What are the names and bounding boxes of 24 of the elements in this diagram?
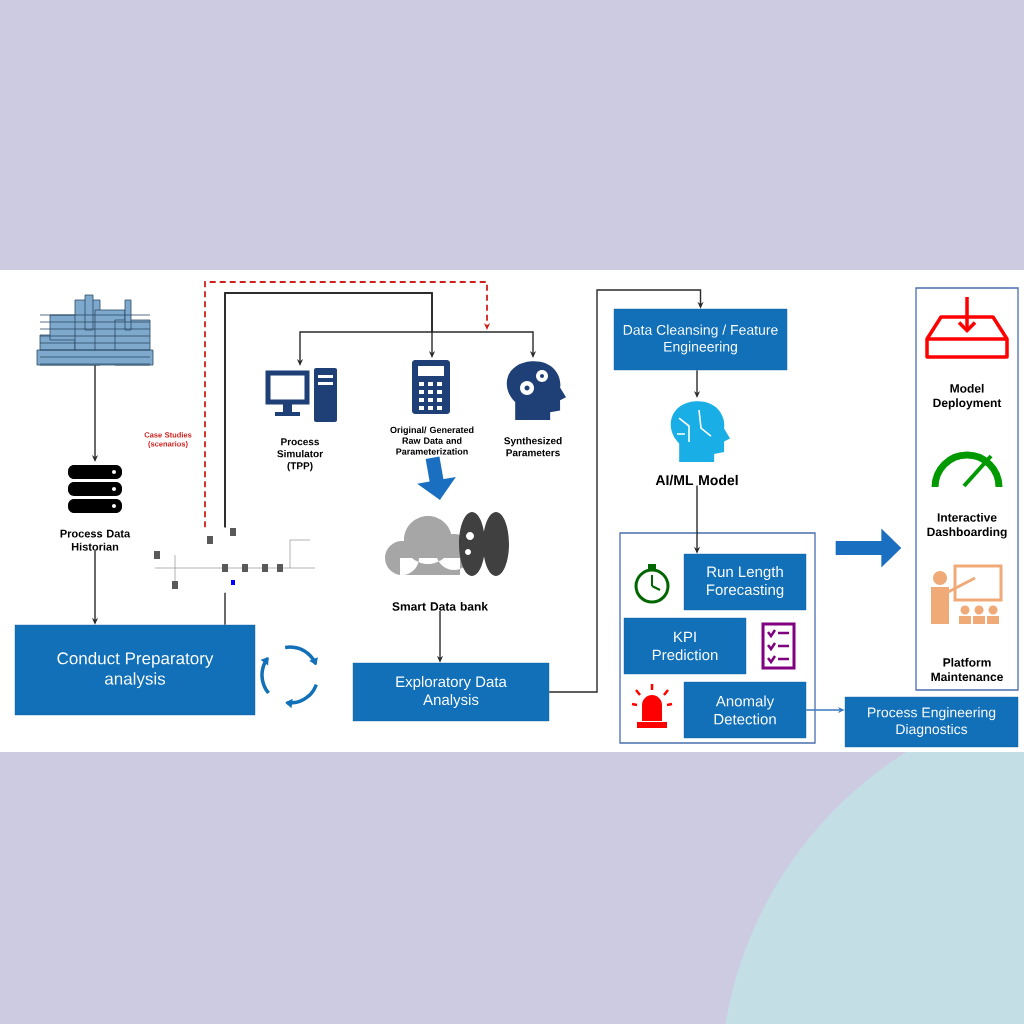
icon-caption: Interactive Dashboarding [927,512,1007,539]
process-box: Run Length Forecasting [683,553,807,611]
process-box: Conduct Preparatory analysis [14,624,256,716]
icon-caption: AI/ML Model [655,474,738,486]
group-frame [915,287,1019,691]
icon-caption: Smart Data bank [392,601,488,611]
group-frame [619,532,816,744]
icon-caption: Original/ Generated Raw Data and Parameterization [390,426,474,455]
dashed-arrow [204,281,491,529]
flowsheet-drawing [154,528,316,589]
arrow [224,292,537,528]
icon-caption: Process Data Historian [60,529,131,551]
icon-caption: Platform Maintenance [931,657,1003,682]
process-box: Exploratory Data Analysis [352,662,550,722]
arrow [548,289,704,693]
icon-caption: Model Deployment [933,383,1002,410]
process-box: KPI Prediction [623,617,747,675]
connector [224,592,226,626]
process-box: Data Cleansing / Feature Engineering [613,308,788,371]
icon-caption: Synthesized Parameters [504,436,562,457]
process-box: Process Engineering Diagnostics [844,696,1019,748]
icon-caption: Process Simulator (TPP) [277,438,323,472]
process-box: Anomaly Detection [683,681,807,739]
plant-drawing [36,294,154,366]
